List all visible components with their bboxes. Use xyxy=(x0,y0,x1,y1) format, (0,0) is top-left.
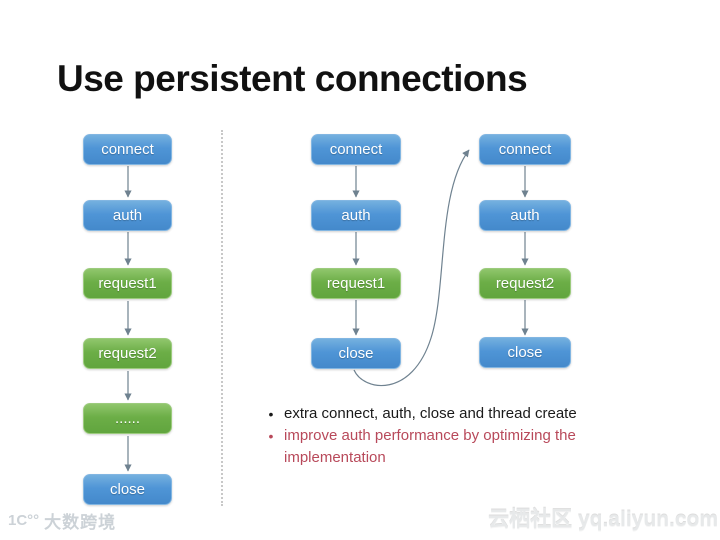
col1-box-request2: request2 xyxy=(83,338,172,369)
col2-box-auth: auth xyxy=(311,200,401,231)
note-text: improve auth performance by optimizing t… xyxy=(284,427,576,466)
watermark-yunqi: 云栖社区 yq.aliyun.com xyxy=(488,508,718,531)
column-divider xyxy=(221,130,223,506)
dashu-logo-icon: 1C°° xyxy=(8,512,40,529)
col2-box-close: close xyxy=(311,338,401,369)
note-text: extra connect, auth, close and thread cr… xyxy=(284,405,577,422)
watermark-left-text: 大数跨境 xyxy=(44,513,117,532)
col1-box-connect: connect xyxy=(83,134,172,165)
col1-box-auth: auth xyxy=(83,200,172,231)
bullet-dot-icon: • xyxy=(268,428,274,444)
col1-box-ellipsis: ...... xyxy=(83,403,172,434)
col3-box-connect: connect xyxy=(479,134,571,165)
col2-box-connect: connect xyxy=(311,134,401,165)
col2-box-request1: request1 xyxy=(311,268,401,299)
col3-box-request2: request2 xyxy=(479,268,571,299)
bullet-dot-icon: • xyxy=(268,406,274,422)
col1-box-close: close xyxy=(83,474,172,505)
col1-box-request1: request1 xyxy=(83,268,172,299)
col3-box-close: close xyxy=(479,337,571,368)
list-item: • improve auth performance by optimizing… xyxy=(258,425,610,469)
slide-title: Use persistent connections xyxy=(57,58,528,99)
notes-list: • extra connect, auth, close and thread … xyxy=(258,403,610,469)
watermark-bottom-left: 1C°° 大数跨境 xyxy=(8,508,116,533)
col3-box-auth: auth xyxy=(479,200,571,231)
list-item: • extra connect, auth, close and thread … xyxy=(258,403,610,425)
